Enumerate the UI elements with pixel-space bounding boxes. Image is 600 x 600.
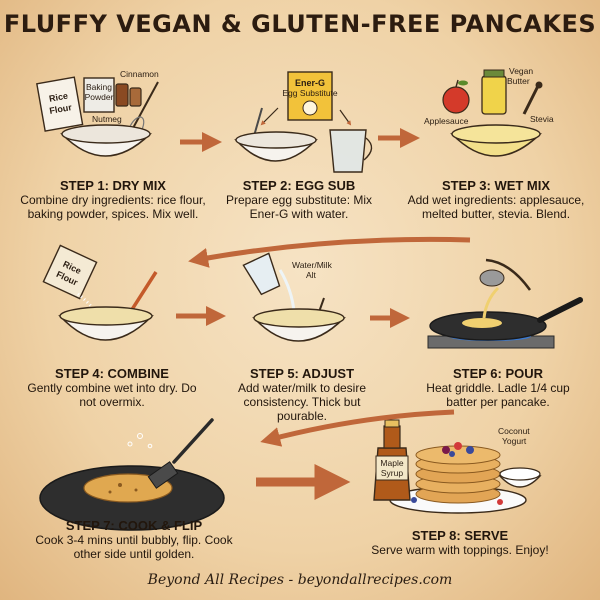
footer-credit: Beyond All Recipes - beyondallrecipes.co… <box>147 572 453 588</box>
water-milk-label: Water/Milk <box>292 260 333 270</box>
step-8-text: Serve warm with toppings. Enjoy! <box>371 543 549 557</box>
yogurt-label: Yogurt <box>502 436 527 446</box>
ladle <box>485 258 532 291</box>
flour-bag-pour: Rice Flour <box>42 244 98 300</box>
vegan-label: Vegan <box>509 66 533 76</box>
step-5-caption: STEP 5: ADJUST Add water/milk to desire … <box>218 366 386 423</box>
pancake-stack <box>415 445 501 504</box>
step1-illustration: Rice Flour Baking Powder Cinnamon Nutmeg <box>36 69 159 157</box>
maple-syrup-bottle: Maple Syrup <box>373 419 411 501</box>
step-4-text: Gently combine wet into dry. Do not over… <box>27 381 197 409</box>
step5-illustration: Water/Milk Alt <box>242 252 346 342</box>
baking-label: Baking <box>86 82 112 92</box>
page-title: FLUFFY VEGAN & GLUTEN-FREE PANCAKES <box>3 10 597 38</box>
step-4-heading: STEP 4: COMBINE <box>55 366 169 381</box>
nutmeg-label: Nutmeg <box>92 114 122 124</box>
maple-label: Maple <box>380 458 403 468</box>
step3-illustration: Applesauce Vegan Butter Stevia <box>424 66 554 157</box>
spice-jars <box>115 83 142 107</box>
berries <box>411 442 503 505</box>
butter-label: Butter <box>507 76 530 86</box>
stevia-dropper <box>522 81 543 115</box>
mixing-bowl-4 <box>58 306 154 341</box>
step2-illustration: Ener-G Egg Substitute <box>234 71 373 173</box>
step-6-caption: STEP 6: POUR Heat griddle. Ladle 1/4 cup… <box>410 366 586 409</box>
pancake-cooking <box>83 473 173 503</box>
rice-label: Rice <box>48 91 68 104</box>
egg-substitute-label: Egg Substitute <box>282 88 338 98</box>
step-1-text: Combine dry ingredients: rice flour, bak… <box>20 193 206 221</box>
step-8-caption: STEP 8: SERVE Serve warm with toppings. … <box>350 528 570 557</box>
coconut-label: Coconut <box>498 426 530 436</box>
ener-g-label: Ener-G <box>295 78 325 88</box>
frying-pan <box>429 297 583 341</box>
rice-flour-bag: Rice Flour <box>36 76 84 132</box>
stevia-label: Stevia <box>530 114 554 124</box>
mixing-bowl-3 <box>450 124 542 157</box>
ener-g-box: Ener-G Egg Substitute <box>282 71 338 121</box>
batter-stream <box>482 286 500 319</box>
step-6-text: Heat griddle. Ladle 1/4 cup batter per p… <box>426 381 570 409</box>
step8-illustration: Maple Syrup Coconut Yogurt <box>373 419 542 514</box>
step4-illustration: Rice Flour <box>42 244 158 341</box>
step-7-caption: STEP 7: COOK & FLIP Cook 3-4 mins until … <box>34 518 234 561</box>
arrow-6-7 <box>260 409 455 447</box>
flow-arrows <box>176 128 471 500</box>
step-7-heading: STEP 7: COOK & FLIP <box>65 518 203 533</box>
baking-powder-box: Baking Powder <box>83 77 115 113</box>
mixing-bowl-1 <box>60 124 152 157</box>
apple <box>442 86 470 114</box>
spatula-flip <box>147 418 214 489</box>
step-1-caption: STEP 1: DRY MIX Combine dry ingredients:… <box>18 178 208 221</box>
milk-stream <box>278 269 296 313</box>
step-4-caption: STEP 4: COMBINE Gently combine wet into … <box>24 366 200 409</box>
applesauce-label: Applesauce <box>424 116 469 126</box>
batter-on-pan <box>462 318 502 328</box>
flour-label: Flour <box>49 102 73 116</box>
cinnamon-label: Cinnamon <box>120 69 159 79</box>
step-8-heading: STEP 8: SERVE <box>411 528 509 543</box>
step-3-caption: STEP 3: WET MIX Add wet ingredients: app… <box>404 178 588 221</box>
step-2-heading: STEP 2: EGG SUB <box>242 178 356 193</box>
mixing-bowl-5 <box>252 308 346 342</box>
yogurt-bowl <box>498 467 542 488</box>
step7-illustration <box>39 418 225 531</box>
measuring-cup <box>329 129 373 173</box>
vegan-butter-jar <box>481 69 507 115</box>
step-2-text: Prepare egg substitute: Mix Ener-G with … <box>225 193 373 221</box>
syrup-label: Syrup <box>381 468 403 478</box>
step6-illustration <box>427 258 583 349</box>
step-7-text: Cook 3-4 mins until bubbly, flip. Cook o… <box>35 533 233 561</box>
flour-stream <box>77 292 102 319</box>
powder-label: Powder <box>85 92 114 102</box>
step-5-text: Add water/milk to desire consistency. Th… <box>237 381 367 423</box>
step-3-heading: STEP 3: WET MIX <box>441 178 551 193</box>
step-3-text: Add wet ingredients: applesauce, melted … <box>407 193 585 221</box>
step-2-caption: STEP 2: EGG SUB Prepare egg substitute: … <box>214 178 384 221</box>
step-1-heading: STEP 1: DRY MIX <box>60 178 166 193</box>
arrow-3-4 <box>188 236 471 268</box>
milk-jug <box>242 252 281 296</box>
mixing-bowl-2 <box>234 131 318 162</box>
alt-label: Alt <box>306 270 317 280</box>
step-5-heading: STEP 5: ADJUST <box>249 366 355 381</box>
step-6-heading: STEP 6: POUR <box>452 366 544 381</box>
